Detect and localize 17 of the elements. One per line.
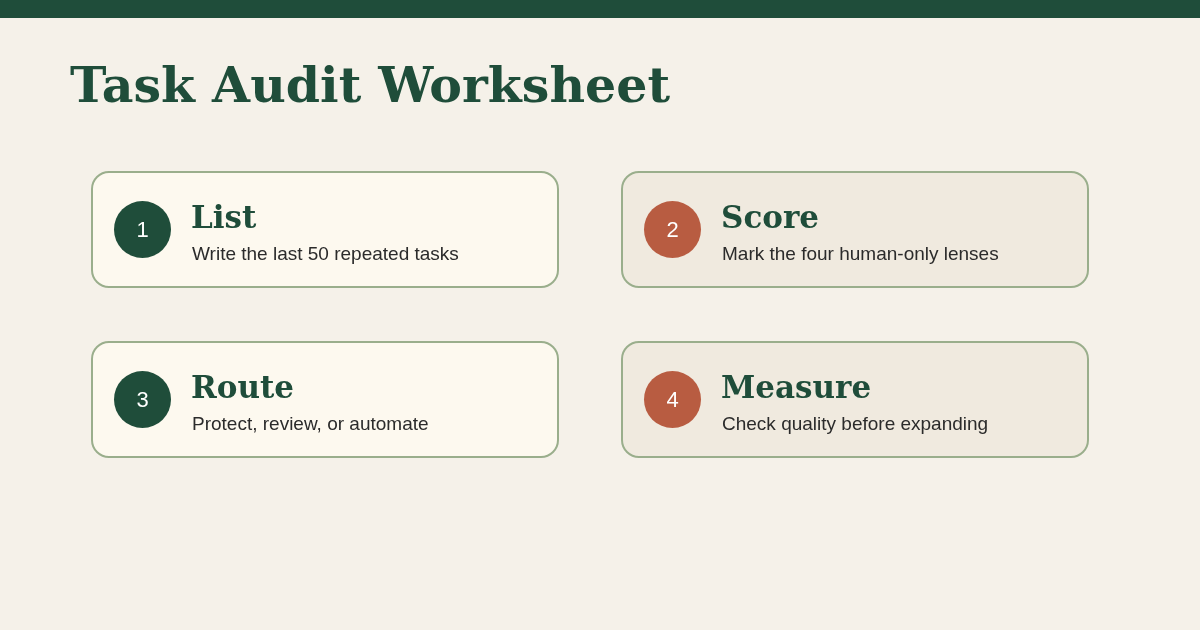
step-card (621, 341, 1089, 458)
step-number: 1 (114, 201, 171, 258)
step-description: Mark the four human-only lenses (722, 243, 999, 266)
step-title: Measure (721, 370, 872, 405)
step-description: Check quality before expanding (722, 413, 989, 436)
step-title: Route (191, 370, 295, 405)
step-card (91, 341, 559, 458)
step-number: 3 (114, 371, 171, 428)
step-description: Write the last 50 repeated tasks (192, 243, 459, 266)
step-number: 4 (644, 371, 701, 428)
step-number: 2 (644, 201, 701, 258)
step-description: Protect, review, or automate (192, 413, 429, 436)
step-card (91, 171, 559, 288)
page-title: Task Audit Worksheet (70, 56, 670, 115)
step-title: Score (721, 200, 819, 235)
step-card (621, 171, 1089, 288)
step-title: List (191, 200, 257, 235)
